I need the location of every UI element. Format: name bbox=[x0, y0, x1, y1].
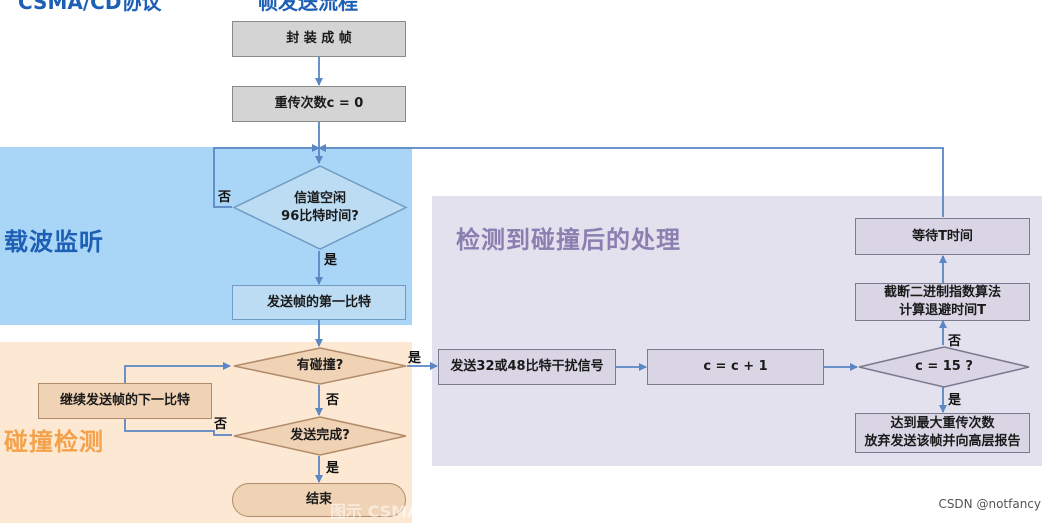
yes-label-channel: 是 bbox=[324, 253, 338, 268]
title-left: CSMA/CD协议 bbox=[18, 0, 162, 14]
give-up-line-2: 放弃发送该帧并向高层报告 bbox=[864, 434, 1021, 449]
encapsulate-frame-step: 封 装 成 帧 bbox=[232, 21, 406, 57]
max-retry-decision bbox=[858, 346, 1030, 388]
send-first-bit-step: 发送帧的第一比特 bbox=[232, 285, 406, 320]
collision-detect-label: 碰撞检测 bbox=[4, 428, 104, 456]
max-retry-decision-text: c = 15 ? bbox=[915, 359, 973, 375]
no-label-send-done: 否 bbox=[214, 417, 228, 432]
send-complete-decision-text: 发送完成? bbox=[290, 428, 350, 444]
caption-text: 图示 CSMA/CD协议的帧发送流程图。 bbox=[330, 502, 611, 521]
watermark-text: CSDN @notfancy bbox=[938, 497, 1041, 511]
backoff-line-2: 计算退避时间T bbox=[899, 303, 986, 318]
yes-label-max-retry: 是 bbox=[948, 393, 962, 408]
channel-idle-line-2: 96比特时间? bbox=[281, 208, 359, 224]
channel-idle-decision bbox=[232, 165, 408, 250]
after-collision-label: 检测到碰撞后的处理 bbox=[456, 226, 681, 254]
increment-retry-step: c = c + 1 bbox=[647, 349, 824, 385]
retry-counter-init-step: 重传次数c = 0 bbox=[232, 86, 406, 122]
title-right: 帧发送流程 bbox=[258, 0, 358, 14]
backoff-line-1: 截断二进制指数算法 bbox=[883, 285, 1001, 301]
channel-idle-decision-text: 信道空闲 96比特时间? bbox=[232, 164, 408, 251]
give-up-line-1: 达到最大重传次数 bbox=[890, 416, 995, 432]
jam-signal-step: 发送32或48比特干扰信号 bbox=[438, 349, 616, 385]
collision-decision bbox=[233, 347, 407, 385]
channel-idle-line-1: 信道空闲 bbox=[293, 190, 346, 206]
give-up-step: 达到最大重传次数 放弃发送该帧并向高层报告 bbox=[855, 413, 1030, 453]
send-next-bit-step: 继续发送帧的下一比特 bbox=[38, 383, 212, 419]
yes-label-collision: 是 bbox=[408, 351, 422, 366]
no-label-collision: 否 bbox=[326, 393, 340, 408]
collision-decision-text: 有碰撞? bbox=[296, 358, 344, 374]
send-complete-decision bbox=[233, 416, 407, 456]
wait-step: 等待T时间 bbox=[855, 218, 1030, 255]
no-label-max-retry: 否 bbox=[948, 334, 962, 349]
end-terminal: 结束 bbox=[232, 483, 406, 517]
no-label-channel: 否 bbox=[218, 190, 232, 205]
carrier-sense-label: 载波监听 bbox=[4, 228, 104, 256]
yes-label-send-done: 是 bbox=[326, 461, 340, 476]
backoff-calc-step: 截断二进制指数算法 计算退避时间T bbox=[855, 283, 1030, 321]
